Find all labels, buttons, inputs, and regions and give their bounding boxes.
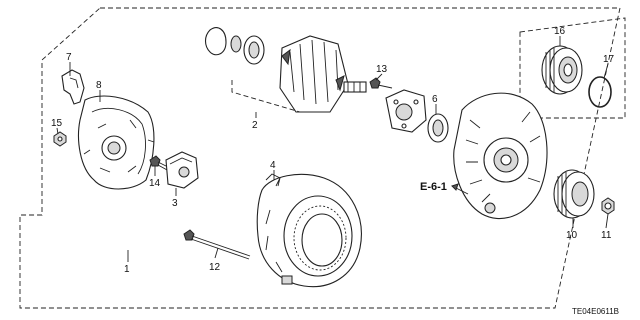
part-7-terminal-insulator[interactable] (61, 69, 85, 105)
callout-11: 11 (601, 230, 612, 241)
callout-7: 7 (66, 52, 72, 63)
callout-17: 17 (603, 54, 615, 65)
part-12-through-bolt[interactable] (183, 229, 251, 260)
callout-15: 15 (51, 118, 63, 129)
part-8-rear-cover[interactable] (77, 95, 155, 190)
part-10-pulley[interactable] (553, 169, 595, 219)
part-11-nut[interactable] (601, 197, 615, 215)
callout-10: 10 (566, 230, 578, 241)
callout-16: 16 (554, 26, 566, 37)
callout-12: 12 (209, 262, 221, 273)
part-2-rotor[interactable] (204, 27, 367, 113)
pulley-boundary (519, 17, 626, 119)
callout-14: 14 (149, 178, 161, 189)
part-16-pulley[interactable] (541, 45, 583, 95)
section-reference-link[interactable]: E-6-1 (420, 181, 447, 193)
callout-13: 13 (376, 64, 388, 75)
callouts: 7 8 15 14 3 2 4 13 6 16 17 10 11 12 1 E-… (51, 26, 619, 316)
callout-3: 3 (172, 198, 178, 209)
diagram-reference-code: TE04E0611B (572, 307, 619, 316)
part-15-nut[interactable] (53, 131, 67, 147)
assembly-boundary (19, 7, 621, 309)
front-housing (453, 92, 548, 219)
callout-2: 2 (252, 120, 258, 131)
part-13-screw[interactable] (369, 77, 393, 89)
part-17-snap-ring[interactable] (588, 76, 612, 108)
callout-8: 8 (96, 80, 102, 91)
callout-1: 1 (124, 264, 130, 275)
callout-6: 6 (432, 94, 438, 105)
leader-lines (56, 36, 609, 262)
part-6-bearing[interactable] (427, 113, 449, 143)
part-3-brush-holder[interactable] (165, 151, 199, 189)
callout-4: 4 (270, 160, 276, 171)
part-4-stator[interactable] (256, 173, 362, 288)
bearing-retainer-plate (385, 89, 427, 133)
